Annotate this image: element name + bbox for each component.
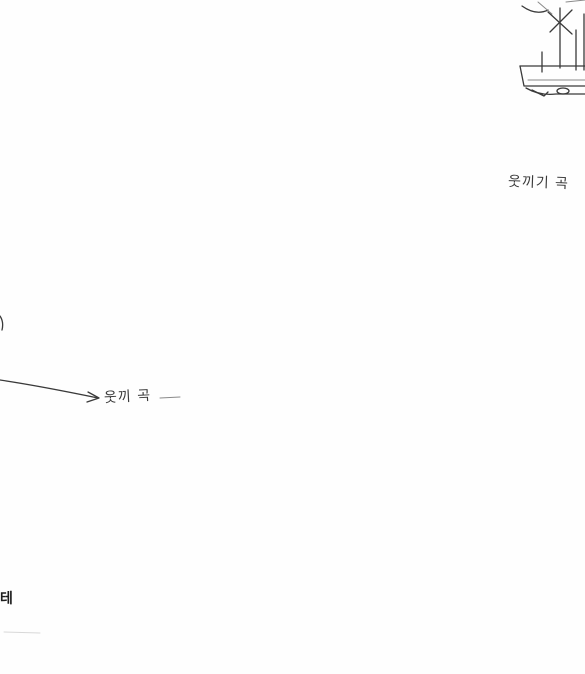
arrow-caption: 웃끼 곡 bbox=[103, 387, 152, 407]
arrow-head bbox=[86, 391, 100, 403]
ship-rigging-b bbox=[549, 9, 573, 33]
ship-rigging-d bbox=[537, 1, 553, 15]
bottom-smudge bbox=[3, 631, 41, 634]
arrow-shaft bbox=[0, 379, 99, 399]
arrow-sketch bbox=[0, 379, 181, 403]
left-edge-mark bbox=[0, 315, 4, 331]
ship-rigging-e bbox=[565, 0, 585, 3]
edge-text-fragment: 테 bbox=[0, 591, 13, 607]
ship-hull-outline bbox=[519, 65, 585, 87]
ship-caption: 웃끼기 곡 bbox=[507, 173, 570, 193]
arrow-caption-underline bbox=[159, 396, 181, 399]
ship-bow-detail bbox=[531, 89, 549, 97]
ship-rigging-a bbox=[547, 11, 573, 35]
ship-keel-line bbox=[525, 87, 585, 96]
ship-sketch bbox=[519, 0, 585, 97]
ship-porthole bbox=[556, 87, 570, 95]
left-edge-curve bbox=[0, 315, 4, 331]
ship-rigging-c bbox=[521, 5, 549, 13]
smudge-line bbox=[3, 631, 41, 634]
